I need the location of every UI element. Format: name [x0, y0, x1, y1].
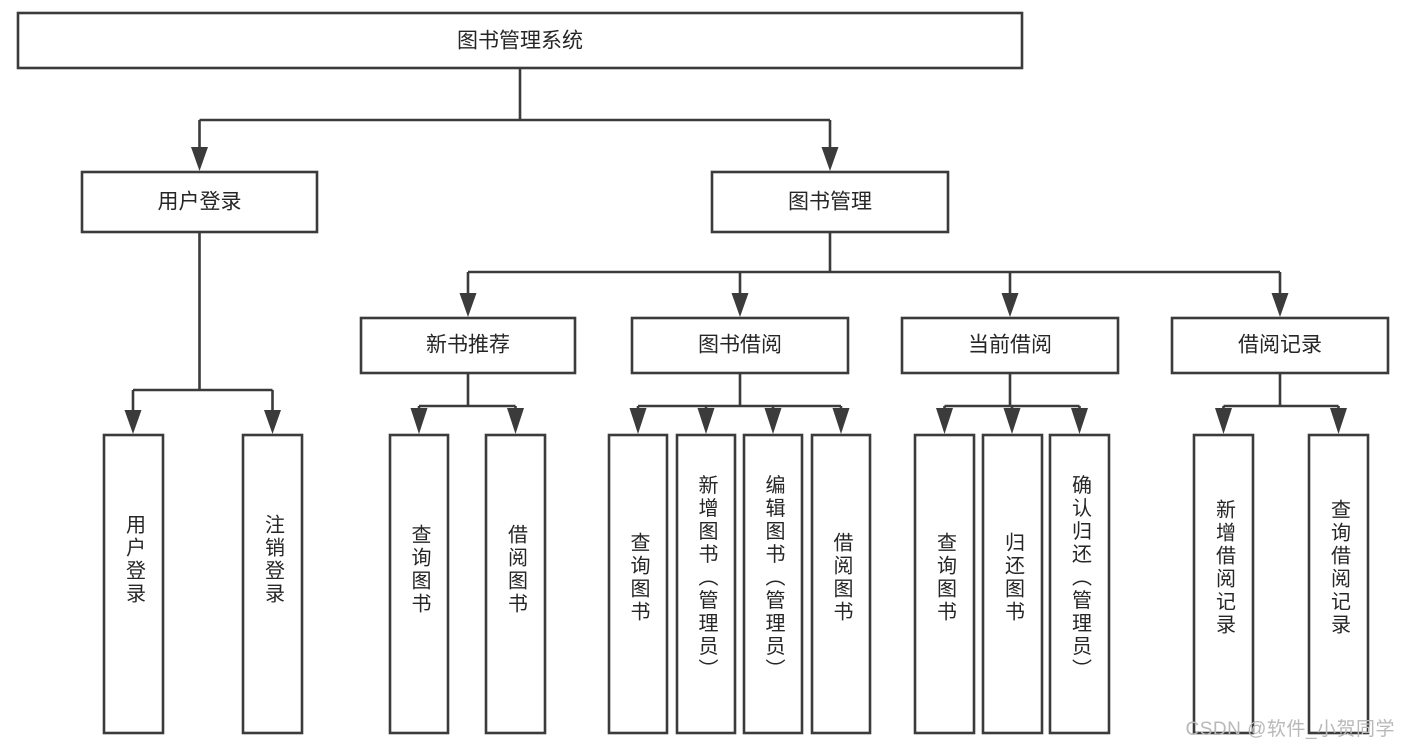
leaf-node-label: 新增借阅记录 — [1213, 499, 1236, 637]
leaf-node-box[interactable] — [241, 433, 304, 735]
node-root-book-management-system[interactable]: 图书管理系统 — [16, 11, 1024, 70]
leaf-node-label: 归还图书 — [1002, 532, 1025, 624]
leaf-node-label: 确认归还（管理员） — [1069, 474, 1092, 681]
arrow-to-book-borrow-icon — [731, 293, 749, 317]
arrow-root-to-user-login-icon — [191, 147, 208, 171]
leaf-node[interactable]: 用户登录 — [102, 433, 165, 735]
arrow-to-current-borrow-icon — [1001, 293, 1019, 317]
current-borrow-node-box[interactable] — [900, 316, 1120, 375]
current-borrow-node-label: 当前借阅 — [968, 334, 1052, 357]
leaf-node[interactable]: 借阅图书 — [810, 433, 872, 735]
leaf-node-box[interactable] — [607, 433, 669, 735]
arrow-br-leaf1-icon — [1215, 408, 1232, 434]
borrow-record-node-label: 借阅记录 — [1238, 334, 1322, 357]
user-login-node-label: 用户登录 — [158, 191, 242, 214]
leaf-node-box[interactable] — [484, 433, 547, 735]
arrow-bb-leaf3-icon — [764, 408, 782, 434]
node-new-book-recommend[interactable]: 新书推荐 — [359, 316, 577, 375]
leaf-node-box[interactable] — [675, 433, 737, 735]
leaf-node[interactable]: 新增借阅记录 — [1192, 433, 1255, 735]
leaf-node[interactable]: 查询图书 — [388, 433, 450, 735]
new-book-recommend-node-label: 新书推荐 — [426, 334, 510, 357]
arrow-bb-leaf1-icon — [629, 408, 647, 434]
node-user-login[interactable]: 用户登录 — [80, 170, 319, 234]
leaf-node-box[interactable] — [810, 433, 872, 735]
book-management-node-label: 图书管理 — [788, 191, 872, 214]
csdn-watermark: CSDN @软件_小贺同学 — [1185, 719, 1395, 740]
leaf-node[interactable]: 确认归还（管理员） — [1048, 433, 1111, 735]
arrow-nbr-leaf1-icon — [410, 408, 428, 434]
leaf-node-box[interactable] — [742, 433, 804, 735]
arrow-bb-leaf4-icon — [832, 408, 850, 434]
book-borrow-node-box[interactable] — [630, 316, 850, 375]
arrow-nbr-leaf2-icon — [507, 408, 524, 434]
connector-layer — [124, 68, 1347, 434]
leaf-node-label: 查询图书 — [934, 532, 957, 624]
node-borrow-record[interactable]: 借阅记录 — [1170, 316, 1390, 375]
leaf-node-box[interactable] — [981, 433, 1044, 735]
leaf-node[interactable]: 归还图书 — [981, 433, 1044, 735]
leaf-node-label: 编辑图书（管理员） — [762, 474, 785, 681]
leaf-node[interactable]: 查询图书 — [607, 433, 669, 735]
leaf-node-box[interactable] — [1192, 433, 1255, 735]
leaf-node[interactable]: 查询借阅记录 — [1307, 433, 1370, 735]
leaf-node[interactable]: 查询图书 — [913, 433, 976, 735]
node-book-borrow[interactable]: 图书借阅 — [630, 316, 850, 375]
leaf-node-label: 新增图书（管理员） — [695, 474, 718, 681]
leaf-node-box[interactable] — [1307, 433, 1370, 735]
leaf-node-box[interactable] — [102, 433, 165, 735]
leaf-node-box[interactable] — [1048, 433, 1111, 735]
node-book-management[interactable]: 图书管理 — [710, 170, 950, 234]
leaf-node[interactable]: 编辑图书（管理员） — [742, 433, 804, 735]
leaf-node-label: 注销登录 — [262, 514, 285, 606]
arrow-user-login-leaf1-icon — [124, 410, 142, 434]
arrow-user-login-leaf2-icon — [264, 410, 281, 434]
leaf-node-box[interactable] — [388, 433, 450, 735]
leaf-node-label: 查询图书 — [627, 532, 650, 624]
arrow-to-borrow-record-icon — [1271, 293, 1289, 317]
arrow-cb-leaf3-icon — [1071, 408, 1088, 434]
leaf-node-label: 查询图书 — [408, 524, 431, 616]
leaf-node[interactable]: 注销登录 — [241, 433, 304, 735]
leaf-node-label: 借阅图书 — [830, 532, 853, 624]
root-node-label: 图书管理系统 — [457, 30, 583, 53]
leaf-node[interactable]: 借阅图书 — [484, 433, 547, 735]
user-login-node-box[interactable] — [80, 170, 319, 234]
arrow-br-leaf2-icon — [1330, 408, 1347, 434]
leaf-node-label: 用户登录 — [123, 514, 146, 606]
root-node-box[interactable] — [16, 11, 1024, 70]
arrow-cb-leaf2-icon — [1003, 408, 1021, 434]
leaf-node-label: 查询借阅记录 — [1328, 499, 1351, 637]
borrow-record-node-box[interactable] — [1170, 316, 1390, 375]
arrow-bb-leaf2-icon — [697, 408, 715, 434]
node-current-borrow[interactable]: 当前借阅 — [900, 316, 1120, 375]
leaf-node-label: 借阅图书 — [505, 524, 528, 616]
leaf-node-box[interactable] — [913, 433, 976, 735]
arrow-cb-leaf1-icon — [936, 408, 953, 434]
leaf-node[interactable]: 新增图书（管理员） — [675, 433, 737, 735]
book-borrow-node-label: 图书借阅 — [698, 334, 782, 357]
book-management-node-box[interactable] — [710, 170, 950, 234]
arrow-to-new-book-rec-icon — [459, 293, 477, 317]
new-book-recommend-node-box[interactable] — [359, 316, 577, 375]
arrow-root-to-book-mgmt-icon — [821, 147, 839, 171]
